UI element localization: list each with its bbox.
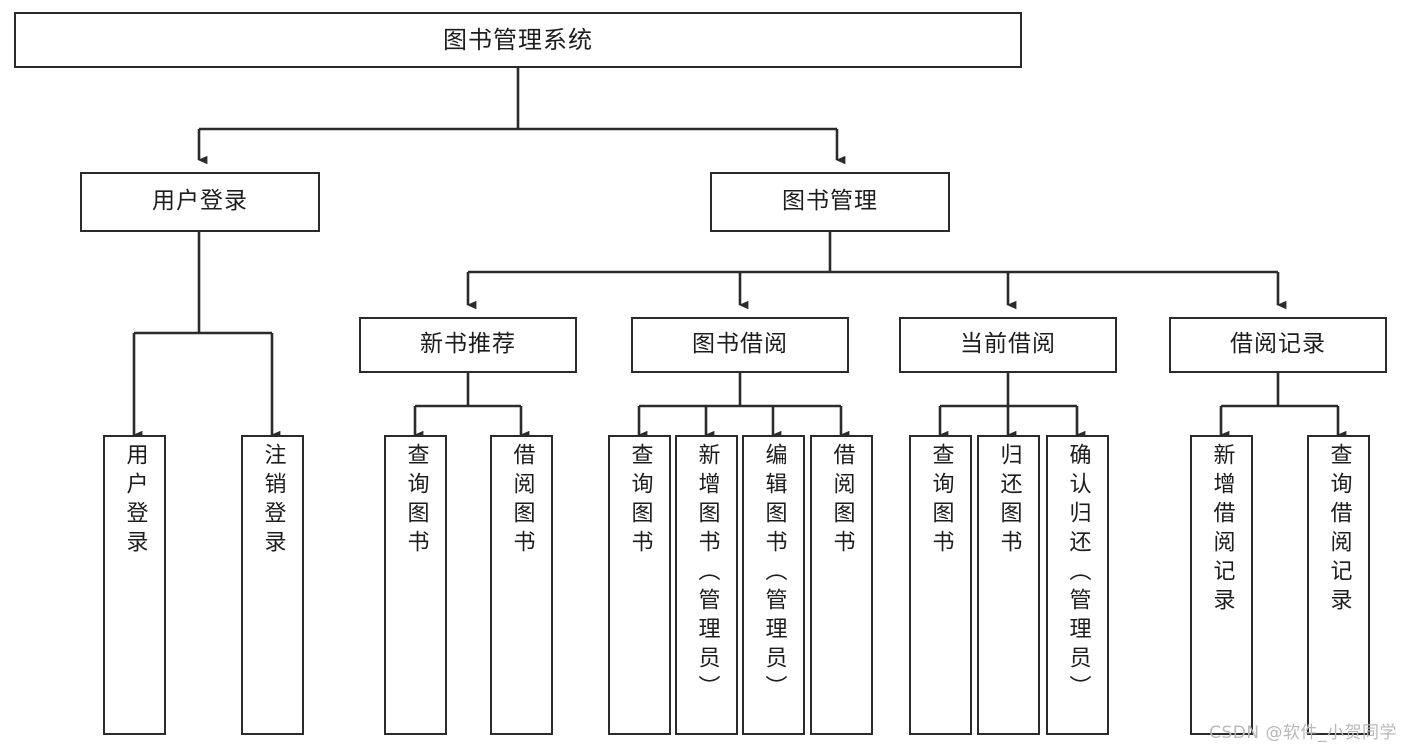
node-query-book-3[interactable]: 查询图书 <box>909 435 972 735</box>
node-add-book[interactable]: 新增图书（管理员） <box>675 435 738 735</box>
node-label: 新书推荐 <box>420 331 516 358</box>
node-edit-book[interactable]: 编辑图书（管理员） <box>742 435 805 735</box>
node-borrow-record[interactable]: 借阅记录 <box>1169 317 1387 373</box>
node-label: 用户登录 <box>122 443 148 559</box>
node-user-login-leaf[interactable]: 用户登录 <box>103 435 166 735</box>
node-user-login[interactable]: 用户登录 <box>80 172 320 232</box>
node-label: 新增借阅记录 <box>1209 443 1235 617</box>
node-label: 用户登录 <box>152 188 248 215</box>
node-confirm-return[interactable]: 确认归还（管理员） <box>1046 435 1109 735</box>
node-label: 注销登录 <box>260 443 286 559</box>
node-label: 图书管理 <box>782 188 878 215</box>
node-label: 图书管理系统 <box>443 25 593 54</box>
node-label: 查询图书 <box>928 443 954 559</box>
node-current-borrow[interactable]: 当前借阅 <box>899 317 1117 373</box>
node-borrow-book-2[interactable]: 借阅图书 <box>810 435 873 735</box>
node-user-logout-leaf[interactable]: 注销登录 <box>241 435 304 735</box>
node-new-book-recommend[interactable]: 新书推荐 <box>359 317 577 373</box>
node-label: 归还图书 <box>996 443 1022 559</box>
node-label: 查询图书 <box>403 443 429 559</box>
node-label: 查询借阅记录 <box>1326 443 1352 617</box>
node-query-book-2[interactable]: 查询图书 <box>608 435 671 735</box>
node-label: 借阅图书 <box>509 443 535 559</box>
csdn-watermark: CSDN @软件_小贺同学 <box>1209 723 1397 743</box>
node-return-book[interactable]: 归还图书 <box>977 435 1040 735</box>
node-label: 查询图书 <box>627 443 653 559</box>
node-query-book-1[interactable]: 查询图书 <box>384 435 447 735</box>
node-label: 编辑图书（管理员） <box>761 443 787 704</box>
node-label: 图书借阅 <box>692 331 788 358</box>
node-label: 借阅记录 <box>1230 331 1326 358</box>
node-label: 新增图书（管理员） <box>694 443 720 704</box>
node-add-borrow-record[interactable]: 新增借阅记录 <box>1190 435 1253 735</box>
node-label: 确认归还（管理员） <box>1065 443 1091 704</box>
node-borrow-book-1[interactable]: 借阅图书 <box>490 435 553 735</box>
node-label: 借阅图书 <box>829 443 855 559</box>
node-book-borrow[interactable]: 图书借阅 <box>631 317 849 373</box>
node-root-book-management-system[interactable]: 图书管理系统 <box>14 12 1022 68</box>
node-book-management[interactable]: 图书管理 <box>710 172 950 232</box>
node-query-borrow-record[interactable]: 查询借阅记录 <box>1307 435 1370 735</box>
node-label: 当前借阅 <box>960 331 1056 358</box>
